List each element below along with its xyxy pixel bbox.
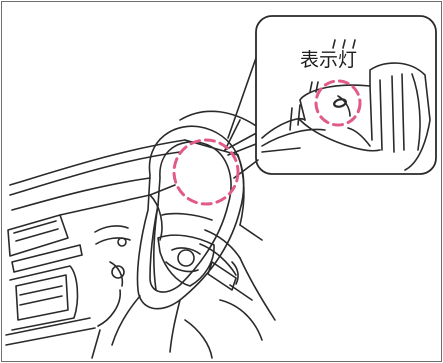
dashboard-top (10, 140, 262, 240)
indicator-lamp-label: 表示灯 (300, 49, 357, 71)
highlight-circle-dashboard (174, 140, 238, 204)
center-console (6, 215, 95, 345)
windshield-frame (180, 111, 266, 155)
